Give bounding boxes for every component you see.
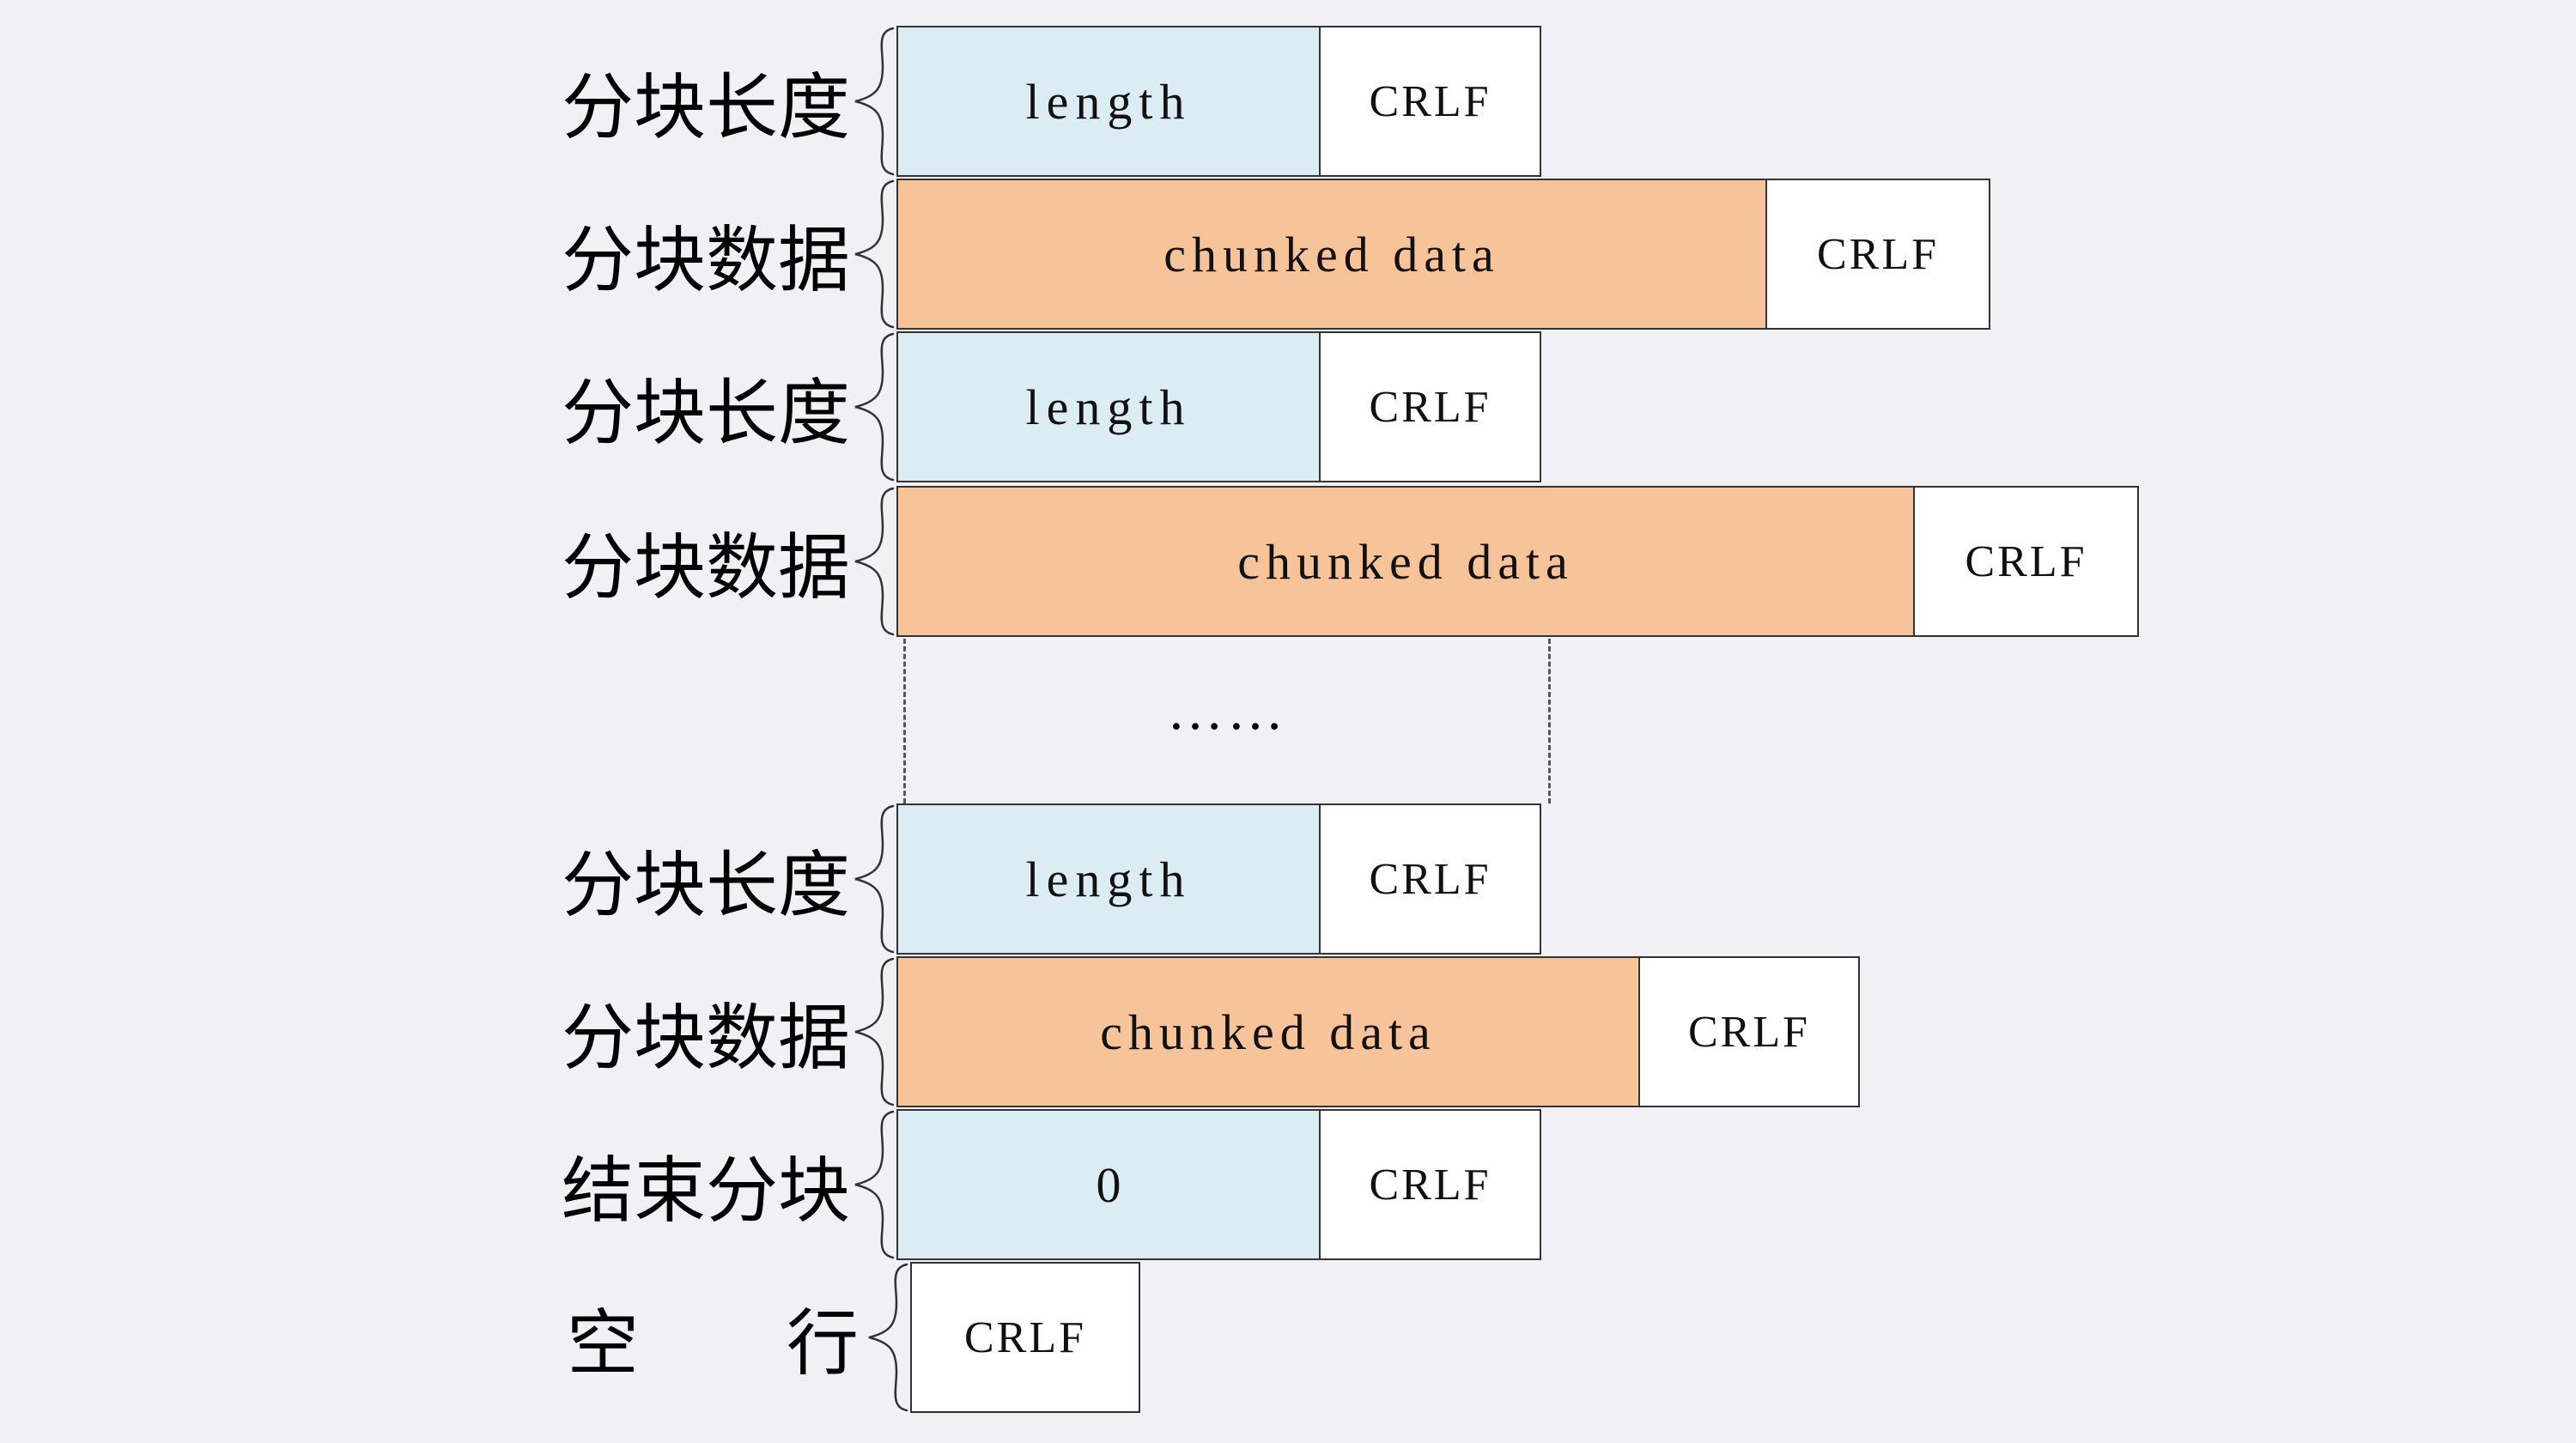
brace-icon	[850, 956, 896, 1107]
row-chunk-data-3: 分块数据 chunked data CRLF	[558, 956, 1860, 1107]
chunked-data-box: chunked data	[896, 179, 1767, 330]
brace-icon	[850, 1109, 896, 1260]
crlf-box: CRLF	[1638, 956, 1860, 1107]
row-label: 分块数据	[558, 486, 850, 637]
crlf-box: CRLF	[1765, 179, 1990, 330]
row-label: 空 行	[558, 1262, 864, 1413]
ellipsis: ……	[1167, 679, 1287, 742]
crlf-box: CRLF	[1319, 26, 1541, 177]
chunked-data-box: chunked data	[896, 486, 1915, 637]
chunk-length-label: 分块长度	[561, 846, 850, 926]
brace-icon	[850, 486, 896, 637]
chunk-length-label: 分块长度	[561, 68, 850, 149]
brace-icon	[850, 803, 896, 955]
row-label: 分块数据	[558, 179, 850, 330]
brace-icon	[850, 179, 896, 330]
chunk-data-label: 分块数据	[561, 528, 850, 609]
row-label: 分块长度	[558, 803, 850, 955]
brace-icon	[850, 26, 896, 177]
crlf-box: CRLF	[910, 1262, 1140, 1413]
length-box: length	[896, 803, 1321, 955]
row-label: 分块数据	[558, 956, 850, 1107]
row-chunk-data-2: 分块数据 chunked data CRLF	[558, 486, 2139, 637]
zero-box: 0	[896, 1109, 1321, 1260]
chunk-data-label: 分块数据	[561, 998, 850, 1079]
dashed-guide-left	[903, 639, 906, 803]
length-box: length	[896, 331, 1321, 482]
brace-icon	[850, 331, 896, 482]
row-chunk-length-1: 分块长度 length CRLF	[558, 26, 1541, 177]
row-label: 分块长度	[558, 26, 850, 177]
chunked-data-box: chunked data	[896, 956, 1640, 1107]
row-label: 分块长度	[558, 331, 850, 482]
chunk-length-label: 分块长度	[561, 373, 850, 454]
row-chunk-length-3: 分块长度 length CRLF	[558, 803, 1541, 955]
row-end-chunk: 结束分块 0 CRLF	[558, 1109, 1541, 1260]
crlf-box: CRLF	[1319, 803, 1541, 955]
row-label: 结束分块	[558, 1109, 850, 1260]
end-chunk-label: 结束分块	[561, 1151, 850, 1232]
crlf-box: CRLF	[1913, 486, 2139, 637]
row-chunk-data-1: 分块数据 chunked data CRLF	[558, 179, 1990, 330]
chunk-data-label: 分块数据	[561, 221, 850, 301]
blank-line-label-left: 空	[567, 1304, 640, 1385]
brace-icon	[864, 1262, 910, 1413]
blank-line-label-right: 行	[786, 1304, 859, 1385]
length-box: length	[896, 26, 1321, 177]
dashed-guide-right	[1548, 639, 1551, 803]
crlf-box: CRLF	[1319, 1109, 1541, 1260]
row-chunk-length-2: 分块长度 length CRLF	[558, 331, 1541, 482]
row-blank-line: 空 行 CRLF	[558, 1262, 1140, 1413]
crlf-box: CRLF	[1319, 331, 1541, 482]
